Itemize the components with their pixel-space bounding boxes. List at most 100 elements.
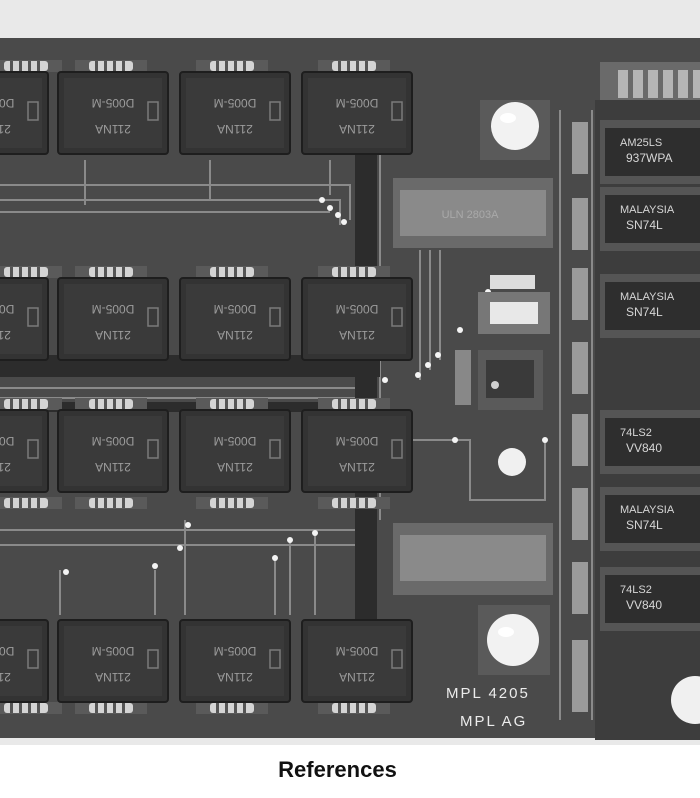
resistor-row bbox=[0, 60, 390, 714]
resistor bbox=[196, 398, 268, 410]
relay-marking-line1: D005-M bbox=[92, 644, 135, 658]
relay: D005-M 211NA bbox=[0, 619, 49, 703]
vertical-resistors bbox=[572, 122, 588, 712]
ic-marking-line1: AM25LS bbox=[620, 137, 662, 149]
relay-marking-line2: 211NA bbox=[217, 122, 253, 136]
ic-marking-line1: MALAYSIA bbox=[620, 291, 675, 303]
relay-marking-line2: 211NA bbox=[339, 328, 375, 342]
circuit-board-photo: D005-M 211NA D005-M 211NA D005-M 211NA D005-M 2… bbox=[0, 0, 700, 745]
relay-marking-line1: D005-M bbox=[0, 644, 14, 658]
relay-marking-line1: D005-M bbox=[336, 644, 379, 658]
figure-caption-container: References bbox=[0, 748, 700, 792]
capacitor bbox=[480, 100, 550, 160]
relay: D005-M 211NA bbox=[0, 277, 49, 361]
relay-grid: D005-M 211NA D005-M 211NA D005-M 211NA D005-M 2… bbox=[0, 71, 413, 703]
relay-marking-line2: 211NA bbox=[217, 670, 253, 684]
relay-marking-line2: 211NA bbox=[0, 122, 11, 136]
relay: D005-M 211NA bbox=[301, 619, 413, 703]
relay-marking-line2: 211NA bbox=[217, 328, 253, 342]
ic-marking-line2: 937WPA bbox=[626, 151, 672, 165]
capacitor bbox=[671, 676, 700, 724]
silkscreen-maker: MPL AG bbox=[460, 713, 527, 730]
resistor bbox=[318, 702, 390, 714]
relay-marking-line2: 211NA bbox=[339, 122, 375, 136]
resistor bbox=[0, 398, 62, 410]
resistor bbox=[75, 266, 147, 278]
small-ic bbox=[478, 350, 543, 410]
circuit-board-image: D005-M 211NA D005-M 211NA D005-M 211NA D005-M 2… bbox=[0, 38, 700, 740]
relay-marking-line2: 211NA bbox=[339, 460, 375, 474]
ic-marking-line2: SN74L bbox=[626, 305, 663, 319]
silkscreen-model: MPL 4205 bbox=[446, 685, 530, 702]
relay-marking-line1: D005-M bbox=[336, 96, 379, 110]
relay-marking-line1: D005-M bbox=[214, 96, 257, 110]
relay-marking-line1: D005-M bbox=[214, 644, 257, 658]
resistor bbox=[0, 60, 62, 72]
small-ic bbox=[478, 292, 550, 334]
relay: D005-M 211NA bbox=[0, 71, 49, 155]
relay: D005-M 211NA bbox=[179, 71, 291, 155]
ic-marking-line1: MALAYSIA bbox=[620, 504, 675, 516]
relay-marking-line1: D005-M bbox=[336, 302, 379, 316]
relay-marking-line2: 211NA bbox=[95, 328, 131, 342]
relay: D005-M 211NA bbox=[0, 409, 49, 493]
resistor bbox=[318, 398, 390, 410]
relay: D005-M 211NA bbox=[179, 619, 291, 703]
resistor bbox=[0, 702, 62, 714]
relay-marking-line1: D005-M bbox=[92, 302, 135, 316]
relay-marking-line1: D005-M bbox=[336, 434, 379, 448]
capacitor bbox=[478, 605, 550, 675]
svg-text:ULN 2803A: ULN 2803A bbox=[442, 209, 500, 221]
resistor bbox=[0, 266, 62, 278]
relay-marking-line2: 211NA bbox=[95, 460, 131, 474]
ic-chip: MALAYSIA SN74L bbox=[600, 274, 700, 338]
relay-marking-line1: D005-M bbox=[214, 302, 257, 316]
relay: D005-M 211NA bbox=[301, 409, 413, 493]
relay-marking-line2: 211NA bbox=[0, 670, 11, 684]
figure-caption: References bbox=[278, 757, 397, 782]
resistor bbox=[75, 398, 147, 410]
ic-marking-line1: MALAYSIA bbox=[620, 204, 675, 216]
capacitor bbox=[498, 448, 526, 476]
resistor bbox=[75, 60, 147, 72]
relay-marking-line2: 211NA bbox=[95, 670, 131, 684]
ic-marking-line2: VV840 bbox=[626, 441, 662, 455]
ic-column: AM25LS 937WPA MALAYSIA SN74L MALAYSIA SN74L 74… bbox=[600, 120, 700, 631]
resistor bbox=[196, 60, 268, 72]
resistor bbox=[75, 702, 147, 714]
relay-marking-line1: D005-M bbox=[0, 434, 14, 448]
relay-marking-line1: D005-M bbox=[0, 96, 14, 110]
ic-marking-line2: SN74L bbox=[626, 518, 663, 532]
relay-marking-line2: 211NA bbox=[95, 122, 131, 136]
relay-marking-line2: 211NA bbox=[217, 460, 253, 474]
resistor bbox=[75, 497, 147, 509]
resistor bbox=[196, 266, 268, 278]
relay-marking-line2: 211NA bbox=[0, 460, 11, 474]
resistor bbox=[318, 266, 390, 278]
relay: D005-M 211NA bbox=[301, 71, 413, 155]
relay: D005-M 211NA bbox=[57, 409, 169, 493]
ic-chip: AM25LS 937WPA bbox=[600, 120, 700, 184]
relay-marking-line2: 211NA bbox=[339, 670, 375, 684]
relay: D005-M 211NA bbox=[301, 277, 413, 361]
resistor bbox=[318, 497, 390, 509]
ic-marking-line1: 74LS2 bbox=[620, 584, 652, 596]
relay-marking-line1: D005-M bbox=[92, 434, 135, 448]
ic-chip: MALAYSIA SN74L bbox=[600, 187, 700, 251]
resistor bbox=[318, 60, 390, 72]
relay: D005-M 211NA bbox=[179, 277, 291, 361]
resistor bbox=[196, 497, 268, 509]
relay-marking-line1: D005-M bbox=[0, 302, 14, 316]
ic-marking-line2: SN74L bbox=[626, 218, 663, 232]
dip-ic: ULN 2803A bbox=[393, 178, 553, 248]
ic-chip: MALAYSIA SN74L bbox=[600, 487, 700, 551]
relay-marking-line2: 211NA bbox=[0, 328, 11, 342]
small-component bbox=[455, 275, 535, 405]
relay: D005-M 211NA bbox=[57, 619, 169, 703]
vias bbox=[63, 197, 548, 575]
resistor bbox=[0, 497, 62, 509]
